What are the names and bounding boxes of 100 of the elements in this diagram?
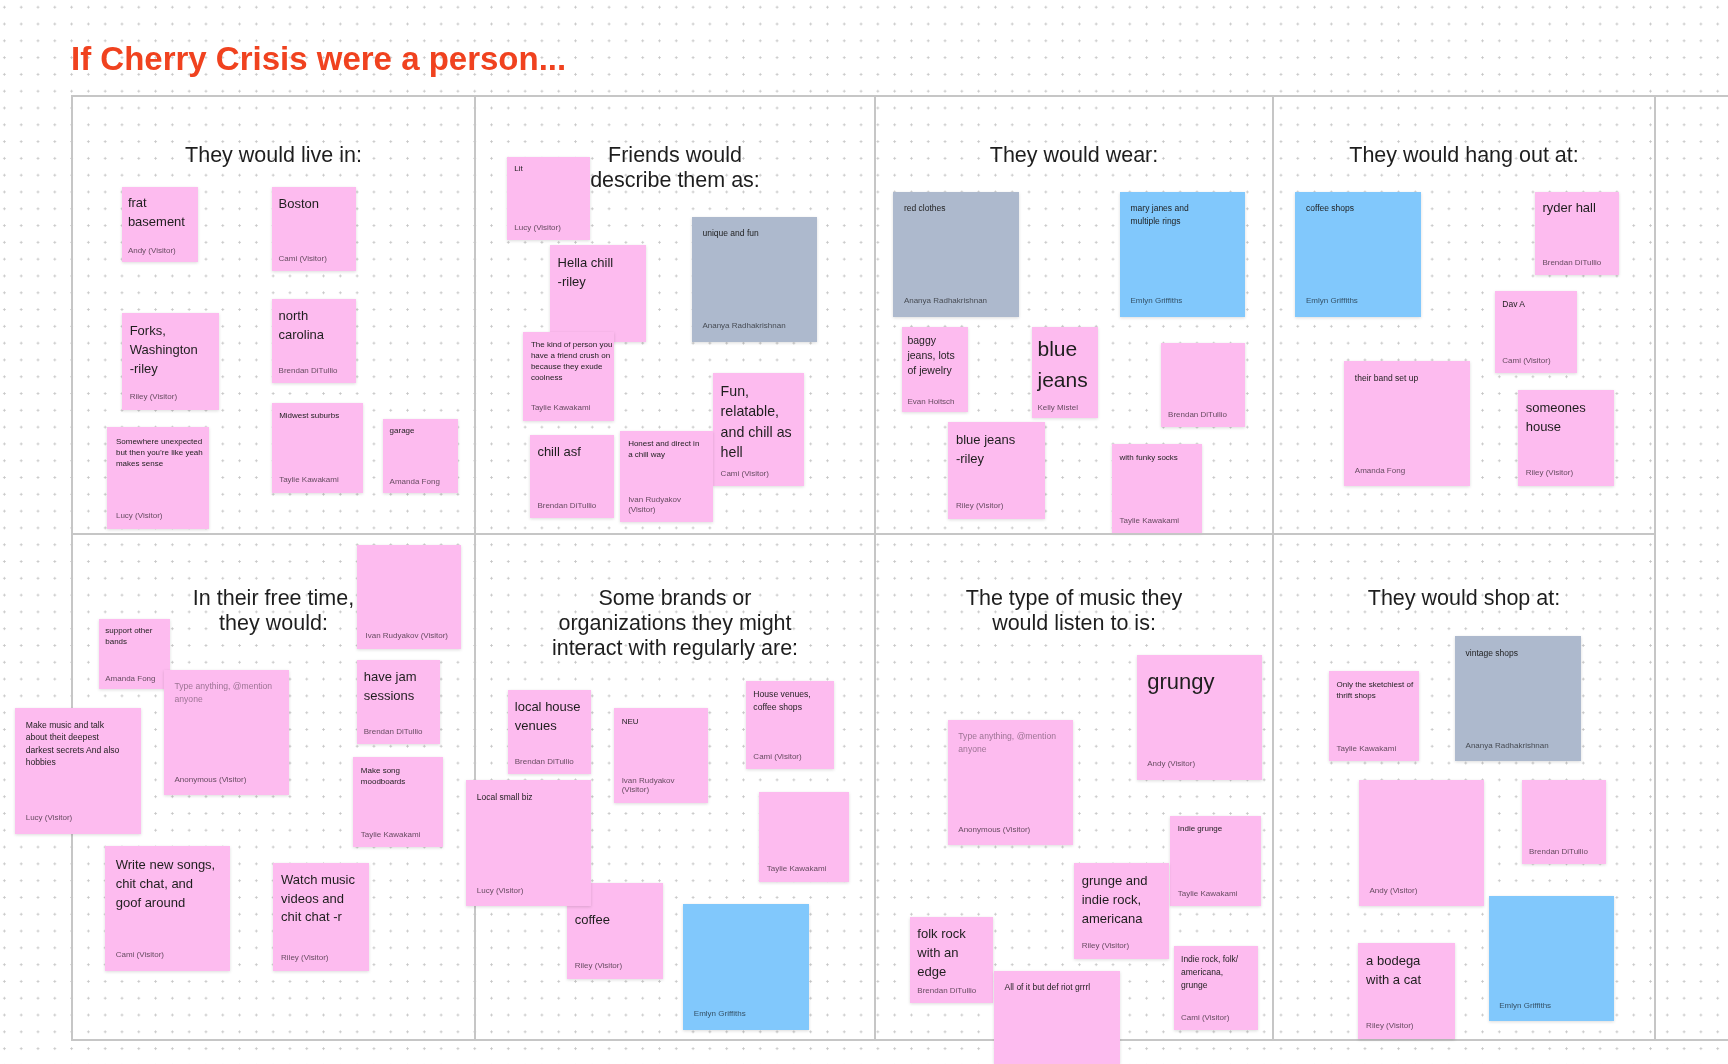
sticky-note	[1358, 943, 1455, 1039]
note-text: NEU	[621, 715, 640, 727]
author-name: Taylie Kawakami	[360, 830, 422, 840]
note-text: north carolina	[278, 306, 326, 344]
author-name: Ivan Rudyakov (Visitor)	[365, 630, 450, 641]
author-name: Lucy (Visitor)	[476, 885, 525, 896]
author-name: Cami (Visitor)	[1181, 1012, 1231, 1023]
sticky-note	[691, 216, 818, 342]
sticky-note	[1170, 815, 1261, 906]
sticky-note	[1031, 327, 1099, 418]
sticky-note	[566, 882, 663, 979]
sticky-note	[353, 757, 444, 848]
board-section	[1272, 95, 1656, 535]
note-text: Midwest suburbs	[279, 410, 341, 422]
sticky-note	[105, 845, 231, 971]
note-text: support other bands	[105, 625, 154, 648]
note-text: a bodega with a cat	[1366, 952, 1423, 990]
author-name: Emlyn Griffiths	[1499, 1000, 1553, 1011]
sticky-note	[273, 862, 370, 971]
sticky-note	[1329, 671, 1420, 761]
author-name: Cami (Visitor)	[1502, 356, 1552, 367]
author-name: Emlyn Griffiths	[1130, 296, 1184, 306]
note-text: mary janes and multiple rings	[1130, 202, 1190, 228]
note-text: Fun, relatable, and chill as hell	[720, 381, 793, 463]
author-name: Andy (Visitor)	[127, 245, 177, 256]
author-name: Riley (Visitor)	[129, 391, 179, 402]
note-text: with funky socks	[1119, 451, 1179, 463]
sticky-note	[759, 791, 850, 882]
author-name: Riley (Visitor)	[1081, 941, 1131, 951]
author-name: Kelly Mistel	[1037, 402, 1079, 413]
sticky-note	[121, 187, 198, 262]
note-text: local house venues	[514, 698, 582, 736]
note-text: grungy	[1147, 668, 1216, 697]
note-text: Watch music videos and chit chat -r	[281, 870, 356, 927]
sticky-note	[1344, 361, 1470, 486]
note-text: Local small biz	[476, 790, 534, 804]
sticky-note	[271, 402, 363, 493]
board-section	[1272, 533, 1656, 1041]
note-text: chill asf	[537, 443, 582, 461]
sticky-note	[683, 904, 809, 1030]
sticky-note	[356, 545, 462, 650]
sticky-note	[947, 719, 1074, 846]
author-name: Evan Hoitsch	[907, 396, 956, 407]
sticky-note	[1295, 191, 1422, 317]
note-text: Boston	[278, 194, 321, 213]
author-name: Cami (Visitor)	[753, 751, 803, 762]
sticky-note	[994, 970, 1120, 1064]
author-name: Brendan DiTullio	[1168, 409, 1228, 420]
section-heading: Some brands or organizations they might interact with regularly are:	[551, 586, 799, 661]
note-text: Make song moodboards	[360, 764, 407, 787]
sticky-note	[1495, 291, 1578, 373]
author-name: Riley (Visitor)	[574, 961, 624, 971]
sticky-note	[1161, 342, 1245, 427]
sticky-note	[1517, 389, 1614, 486]
sticky-note	[746, 681, 834, 769]
note-text: red clothes	[903, 202, 947, 215]
author-name: Brendan DiTullio	[537, 501, 598, 511]
note-text: blue jeans -riley	[955, 430, 1017, 468]
author-name: Cami (Visitor)	[278, 253, 328, 264]
note-text: Make music and talk about theit deepest darkest secrets And also hobbies	[25, 718, 121, 769]
section-heading: Friends would describe them as:	[589, 143, 761, 193]
author-name: Brendan DiTullio	[1529, 847, 1589, 857]
note-text: Dav A	[1502, 297, 1526, 310]
author-name: Taylie Kawakami	[1177, 888, 1239, 899]
note-text: All of it but def riot grrrl	[1004, 981, 1092, 994]
note-text: Honest and direct in a chill way	[628, 438, 701, 461]
author-name: Taylie Kawakami	[279, 475, 340, 485]
board-section	[71, 95, 476, 535]
sticky-note	[1136, 654, 1262, 780]
author-name: Ivan Rudyakov (Visitor)	[628, 495, 683, 515]
sticky-note	[271, 186, 356, 271]
note-text: coffee shops	[1305, 202, 1356, 215]
sticky-note	[1522, 780, 1606, 864]
placeholder-text: Type anything, @mention anyone	[174, 680, 274, 706]
author-name: Taylie Kawakami	[766, 864, 828, 874]
note-text: ryder hall	[1542, 199, 1597, 218]
author-name: Amanda Fong	[105, 673, 157, 684]
author-name: Anonymous (Visitor)	[958, 824, 1032, 835]
note-text: blue jeans	[1037, 336, 1089, 394]
author-name: Taylie Kawakami	[530, 403, 592, 413]
note-text: Indie rock, folk/ americana, grunge	[1181, 953, 1240, 992]
sticky-note	[530, 435, 614, 518]
sticky-note	[549, 245, 646, 342]
note-text: frat basement	[127, 194, 186, 232]
author-name: Andy (Visitor)	[1369, 885, 1419, 896]
note-text: coffee	[574, 910, 611, 929]
note-text: Lit	[514, 163, 524, 175]
note-text: have jam sessions	[363, 667, 418, 705]
sticky-note	[507, 690, 591, 774]
section-heading: The type of music they would listen to is:	[965, 586, 1183, 636]
sticky-note	[947, 421, 1045, 519]
author-name: Amanda Fong	[1354, 465, 1407, 476]
sticky-note	[107, 427, 210, 529]
author-name: Riley (Visitor)	[1366, 1021, 1415, 1031]
sticky-note	[620, 430, 713, 523]
note-text: Indie grunge	[1177, 823, 1224, 835]
author-name: Lucy (Visitor)	[514, 222, 562, 233]
board-section	[874, 95, 1274, 535]
author-name: Brendan DiTullio	[278, 365, 339, 376]
author-name: Amanda Fong	[389, 476, 441, 487]
